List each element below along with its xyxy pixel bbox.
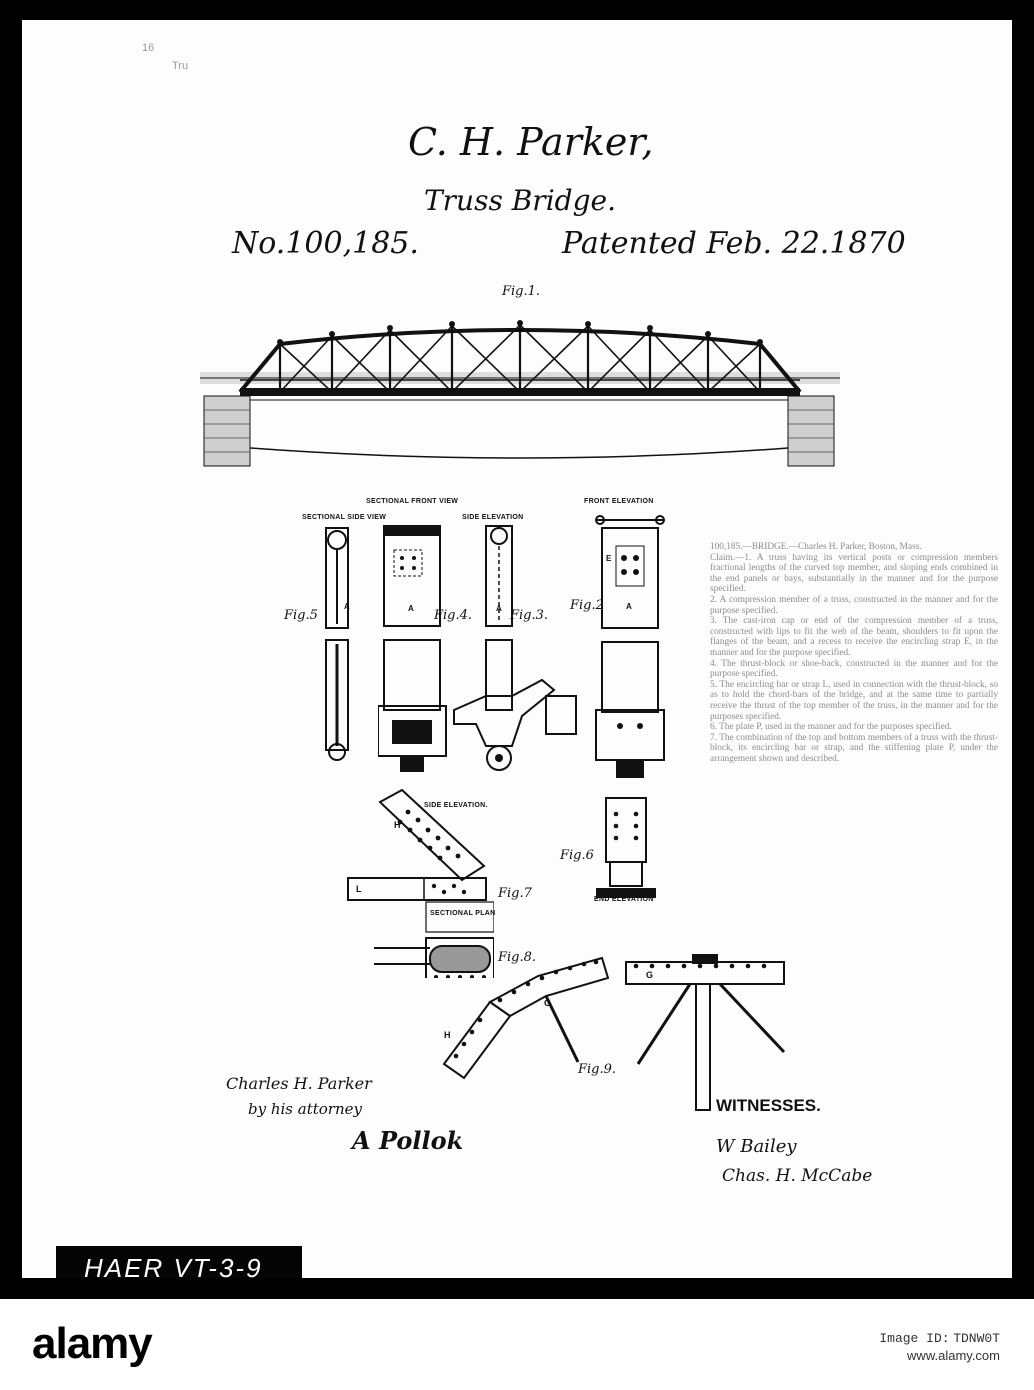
faint-header-note-1: 16 (142, 42, 154, 54)
witness-2-signature: Chas. H. McCabe (722, 1166, 872, 1186)
attorney-line: by his attorney (248, 1100, 362, 1118)
fig-2-label: Fig.2 (570, 598, 604, 613)
patent-number: No.100,185. (232, 226, 419, 261)
attorney-signature: A Pollok (352, 1126, 463, 1155)
claim-2: 2. A compression member of a truss, cons… (710, 595, 998, 616)
patent-date: Patented Feb. 22.1870 (562, 226, 906, 261)
fig-9-drawing (430, 954, 790, 1114)
label-end-elevation: END ELEVATION (594, 896, 654, 903)
claims-heading: 100,185.—BRIDGE.—Charles H. Parker, Bost… (710, 542, 998, 553)
part-letter-a-fig2: A (626, 602, 632, 611)
fig-7-label: Fig.7 (498, 886, 532, 901)
witnesses-heading: WITNESSES. (716, 1096, 821, 1116)
fig-1-label: Fig.1. (502, 284, 540, 299)
image-id-label: Image ID: (879, 1331, 949, 1346)
part-letter-a-fig5: A (344, 602, 350, 611)
archive-label-text: HAER VT-3-9 (84, 1253, 263, 1278)
inventor-signature: Charles H. Parker (226, 1074, 372, 1093)
part-letter-l-fig7: L (356, 884, 362, 894)
footer-bar: alamy Image ID: TDNW0T www.alamy.com (0, 1299, 1034, 1390)
archive-label-strip: HAER VT-3-9 (56, 1246, 302, 1278)
patent-sheet: 16 Tru C. H. Parker, Truss Bridge. No.10… (22, 20, 1012, 1278)
label-front-elevation: FRONT ELEVATION (584, 498, 654, 505)
fig-4-drawing (378, 520, 448, 780)
label-sectional-plan: SECTIONAL PLAN (430, 910, 496, 917)
claim-6: 6. The plate P, used in the manner and f… (710, 722, 998, 733)
image-id-value: TDNW0T (953, 1331, 1000, 1346)
part-letter-h-fig7: H (394, 820, 401, 830)
fig-1-truss-bridge-drawing (200, 300, 840, 472)
photo-frame: 16 Tru C. H. Parker, Truss Bridge. No.10… (0, 0, 1034, 1299)
fig-6-label: Fig.6 (560, 848, 594, 863)
faint-header-note-2: Tru (172, 60, 188, 72)
site-url: www.alamy.com (879, 1347, 1000, 1364)
claim-5: 5. The encircling bar or strap L, used i… (710, 680, 998, 722)
label-sectional-front-view: SECTIONAL FRONT VIEW (366, 498, 458, 505)
fig-2-drawing (590, 506, 670, 782)
witness-1-signature: W Bailey (716, 1136, 797, 1157)
part-letter-h-fig9: H (444, 1030, 451, 1040)
footer-meta: Image ID: TDNW0T www.alamy.com (879, 1329, 1000, 1364)
fig-3-label: Fig.3. (510, 608, 548, 623)
patentee-name: C. H. Parker, (408, 120, 653, 164)
fig-5-label: Fig.5 (284, 608, 318, 623)
patent-claims-text: 100,185.—BRIDGE.—Charles H. Parker, Bost… (710, 542, 998, 764)
fig-6-drawing (592, 794, 662, 908)
claim-1: Claim.—1. A truss having its vertical po… (710, 553, 998, 595)
claim-7: 7. The combination of the top and bottom… (710, 733, 998, 765)
fig-5-drawing (318, 520, 358, 770)
fig-7-fig-8-drawing (344, 788, 494, 978)
patent-title: Truss Bridge. (424, 184, 616, 217)
part-letter-e-fig2: E (606, 554, 612, 563)
part-letter-g-fig9-right: G (646, 970, 653, 980)
claim-4: 4. The thrust-block or shoe-back, constr… (710, 659, 998, 680)
part-letter-a-fig3: A (496, 604, 502, 613)
fig-9-label: Fig.9. (578, 1062, 616, 1077)
footer-logo: alamy (32, 1319, 152, 1369)
part-letter-a-fig4: A (408, 604, 414, 613)
fig-3-drawing (450, 520, 580, 780)
part-letter-g-fig9-left: G (544, 998, 551, 1008)
claim-3: 3. The cast-iron cap or end of the compr… (710, 616, 998, 658)
